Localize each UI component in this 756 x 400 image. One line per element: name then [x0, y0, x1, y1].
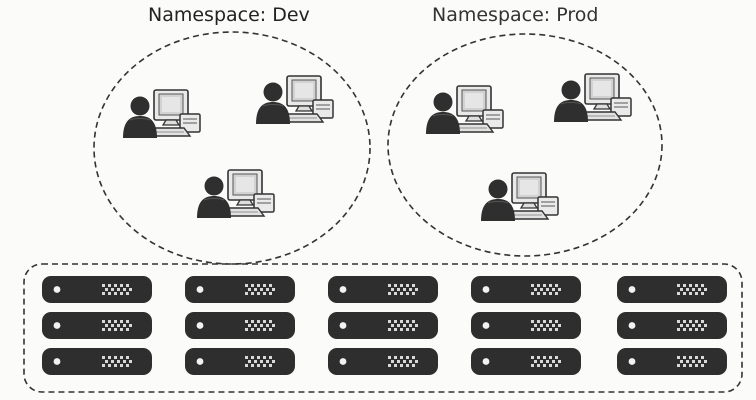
- server-rack-icon: [471, 312, 581, 339]
- server-rack-icon: [617, 276, 727, 303]
- server-rack-icon: [328, 312, 438, 339]
- server-pool-boundary: [23, 263, 743, 393]
- server-rack-icon: [617, 312, 727, 339]
- user-workstation-icon: [480, 172, 559, 222]
- server-grid: [42, 276, 727, 375]
- server-rack-icon: [42, 348, 152, 375]
- user-workstation-icon: [425, 85, 504, 135]
- server-rack-icon: [185, 348, 295, 375]
- server-rack-icon: [185, 276, 295, 303]
- user-workstation-icon: [553, 73, 632, 123]
- server-rack-icon: [328, 348, 438, 375]
- user-workstation-icon: [122, 89, 201, 139]
- server-rack-icon: [617, 348, 727, 375]
- namespace-dev-boundary: [93, 31, 371, 265]
- server-rack-icon: [471, 348, 581, 375]
- namespace-prod-label: Namespace: Prod: [432, 4, 599, 26]
- user-workstation-icon: [255, 75, 334, 125]
- server-rack-icon: [42, 276, 152, 303]
- namespace-prod-boundary: [387, 33, 663, 257]
- server-rack-icon: [185, 312, 295, 339]
- server-rack-icon: [328, 276, 438, 303]
- server-rack-icon: [42, 312, 152, 339]
- server-rack-icon: [471, 276, 581, 303]
- user-workstation-icon: [196, 169, 275, 219]
- namespace-dev-label: Namespace: Dev: [148, 4, 310, 26]
